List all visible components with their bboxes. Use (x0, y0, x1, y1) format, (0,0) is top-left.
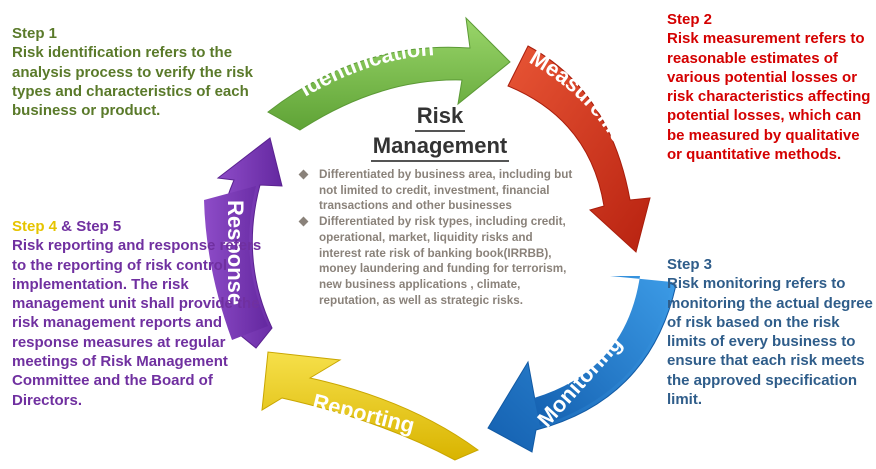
step-4-5-title: Step 4 & Step 5 (12, 217, 262, 236)
diamond-bullet-icon (298, 169, 309, 180)
step-1-description: Step 1 Risk identification refers to the… (12, 24, 262, 120)
bullet-text: Differentiated by business area, includi… (319, 168, 573, 213)
center-title-line2: Management (370, 132, 510, 162)
bullet-text: Differentiated by risk types, including … (319, 215, 567, 307)
step-3-description: Step 3 Risk monitoring refers to monitor… (667, 255, 876, 409)
step-3-text: Risk monitoring refers to monitoring the… (667, 275, 873, 409)
bullet-item: Differentiated by risk types, including … (298, 214, 573, 308)
step-1-text: Risk identification refers to the analys… (12, 44, 253, 120)
bullet-item: Differentiated by business area, includi… (298, 167, 573, 214)
diamond-bullet-icon (298, 216, 309, 227)
step-2-title: Step 2 (667, 11, 713, 28)
center-title: Risk Management (340, 102, 540, 162)
reporting-arrow: Reporting (261, 351, 479, 461)
step-3-title: Step 3 (667, 256, 713, 273)
response-label: Response (223, 200, 248, 305)
step-1-title: Step 1 (12, 25, 58, 42)
response-arrow: Response (204, 137, 283, 349)
step-4-5-description: Step 4 & Step 5 Risk reporting and respo… (12, 217, 262, 410)
center-title-line1: Risk (414, 102, 466, 132)
step-5-title: Step 5 (76, 218, 122, 235)
step-4-title: Step 4 (12, 218, 58, 235)
step-2-description: Step 2 Risk measurement refers to reason… (667, 10, 876, 164)
step-4-5-text: Risk reporting and response refers to th… (12, 237, 262, 409)
center-bullet-list: Differentiated by business area, includi… (298, 167, 573, 308)
step-title-connector: & (57, 218, 77, 235)
step-2-text: Risk measurement refers to reasonable es… (667, 30, 871, 164)
